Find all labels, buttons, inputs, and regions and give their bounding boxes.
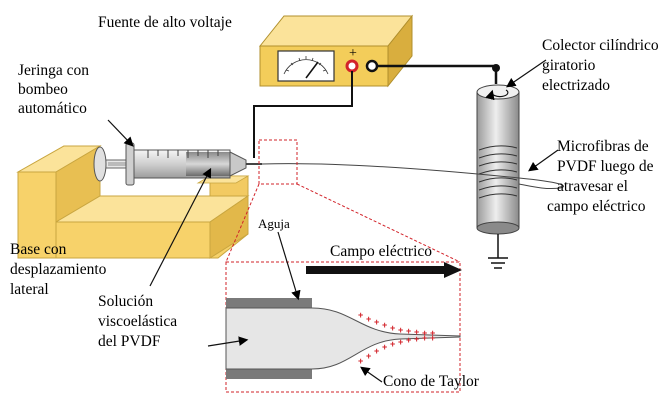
svg-text:+: + bbox=[398, 337, 403, 347]
svg-text:+: + bbox=[374, 346, 379, 356]
svg-text:+: + bbox=[398, 325, 403, 335]
label-microfibers-line: PVDF luego de bbox=[557, 158, 654, 175]
meter-icon bbox=[277, 50, 335, 82]
svg-text:+: + bbox=[390, 323, 395, 333]
label-power-supply: Fuente de alto voltaje bbox=[98, 14, 232, 31]
label-collector-line: electrizado bbox=[542, 77, 610, 94]
label-syringe-line: bombeo bbox=[18, 81, 68, 98]
svg-text:+: + bbox=[422, 333, 427, 343]
label-electric-field: Campo eléctrico bbox=[330, 243, 432, 260]
svg-text:+: + bbox=[382, 342, 387, 352]
rotation-arrow-icon bbox=[485, 89, 509, 101]
label-solution-line: Solución bbox=[98, 293, 154, 310]
pointer-solution bbox=[149, 167, 212, 287]
svg-text:+: + bbox=[366, 351, 371, 361]
svg-text:+: + bbox=[422, 328, 427, 338]
svg-text:+: + bbox=[406, 335, 411, 345]
svg-text:+: + bbox=[430, 328, 435, 338]
pointer-microfibers bbox=[528, 149, 559, 172]
label-collector-line: Colector cilíndrico bbox=[542, 37, 659, 54]
label-base-line: desplazamiento bbox=[10, 261, 107, 278]
label-solution-line: del PVDF bbox=[98, 333, 161, 350]
label-needle: Aguja bbox=[258, 216, 290, 231]
label-microfibers-line: atravesar el bbox=[557, 178, 628, 195]
svg-text:+: + bbox=[430, 333, 435, 343]
label-base-line: Base con bbox=[10, 241, 67, 258]
svg-text:+: + bbox=[374, 317, 379, 327]
svg-text:+: + bbox=[414, 327, 419, 337]
label-base-line: lateral bbox=[10, 281, 49, 298]
negative-terminal-icon bbox=[365, 59, 379, 73]
field-arrow-icon bbox=[444, 262, 462, 278]
pointer-syringe bbox=[107, 119, 134, 147]
needle-detail: ++++ ++++ ++ ++++ ++++ ++ bbox=[225, 261, 462, 393]
svg-text:+: + bbox=[358, 356, 363, 366]
svg-text:+: + bbox=[390, 339, 395, 349]
label-collector-line: giratorio bbox=[542, 57, 596, 74]
pointer-collector bbox=[506, 59, 547, 88]
pointer-liquid bbox=[207, 336, 249, 347]
pointer-taylor-cone bbox=[360, 366, 383, 383]
label-microfibers-line: campo eléctrico bbox=[547, 198, 646, 215]
svg-text:+: + bbox=[414, 334, 419, 344]
svg-text:+: + bbox=[406, 326, 411, 336]
wire-to-needle bbox=[253, 71, 353, 158]
label-syringe-line: automático bbox=[18, 100, 87, 117]
moving-base bbox=[16, 145, 250, 259]
label-taylor-cone: Cono de Taylor bbox=[383, 373, 479, 390]
pointer-needle bbox=[277, 231, 301, 301]
rotating-collector bbox=[476, 84, 520, 269]
svg-text:+: + bbox=[382, 320, 387, 330]
fiber-jet bbox=[261, 163, 565, 189]
label-plus-sign: + bbox=[349, 46, 357, 61]
label-solution-line: viscoelástica bbox=[98, 313, 178, 330]
needle-zoom-source bbox=[258, 139, 298, 185]
label-syringe-line: Jeringa con bbox=[18, 62, 90, 79]
power-supply bbox=[258, 14, 414, 88]
label-microfibers-line: Microfibras de bbox=[557, 138, 649, 155]
charge-marks: ++++ ++++ ++ ++++ ++++ ++ bbox=[358, 310, 435, 366]
svg-text:+: + bbox=[366, 314, 371, 324]
svg-text:+: + bbox=[358, 310, 363, 320]
